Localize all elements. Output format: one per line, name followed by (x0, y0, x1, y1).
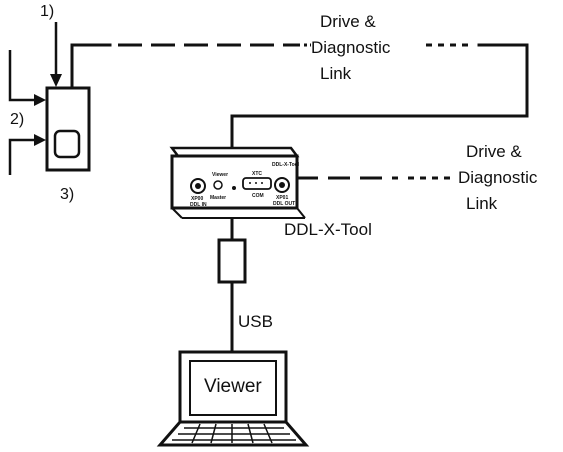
device-xp01-label: XP01 (276, 195, 288, 201)
arrow-2-lower-head (34, 134, 46, 146)
viewer-label: Viewer (204, 376, 262, 397)
laptop-screen (189, 360, 277, 416)
arrow-2-upper (8, 50, 36, 102)
device-xp00-label: XP00 (191, 196, 203, 202)
device-xtc-label: XTC (252, 171, 262, 177)
link-top-line2: Diagnostic (311, 38, 391, 57)
link-top-line1: Drive & (320, 12, 376, 31)
link-top-line3: Link (320, 64, 352, 83)
device-caption: DDL-X-Tool (284, 220, 372, 239)
ddl-x-tool-device: DDL-X-Tool Viewer Master XTC COM XP00 DD… (169, 146, 306, 219)
usb-label: USB (238, 312, 273, 331)
usb-adapter (217, 238, 247, 284)
drive-unit-display (53, 129, 81, 159)
drive-unit (8, 22, 91, 175)
marker-2: 2) (10, 111, 24, 128)
link-right-line2: Diagnostic (458, 168, 538, 187)
laptop-keys (172, 423, 296, 444)
marker-1: 1) (40, 3, 54, 20)
marker-3: 3) (60, 186, 74, 203)
arrow-2-upper-head (34, 94, 46, 106)
link-right-line3: Link (466, 194, 498, 213)
arrow-2-lower (8, 138, 36, 175)
usb-cable (217, 218, 247, 352)
device-ddl-out-label: DDL OUT (273, 201, 295, 207)
laptop-viewer (156, 350, 310, 447)
port-com (242, 177, 272, 190)
viewer-led (213, 180, 223, 190)
device-master-label: Master (210, 195, 226, 201)
device-com-label: COM (252, 193, 264, 199)
device-viewer-label: Viewer (212, 172, 228, 178)
drive-diagnostic-link-top (70, 43, 529, 150)
device-panel-title: DDL-X-Tool (272, 162, 300, 168)
master-led (232, 186, 236, 190)
arrow-1-head (50, 74, 62, 87)
link-right-line1: Drive & (466, 142, 522, 161)
device-ddl-in-label: DDL IN (190, 202, 207, 208)
